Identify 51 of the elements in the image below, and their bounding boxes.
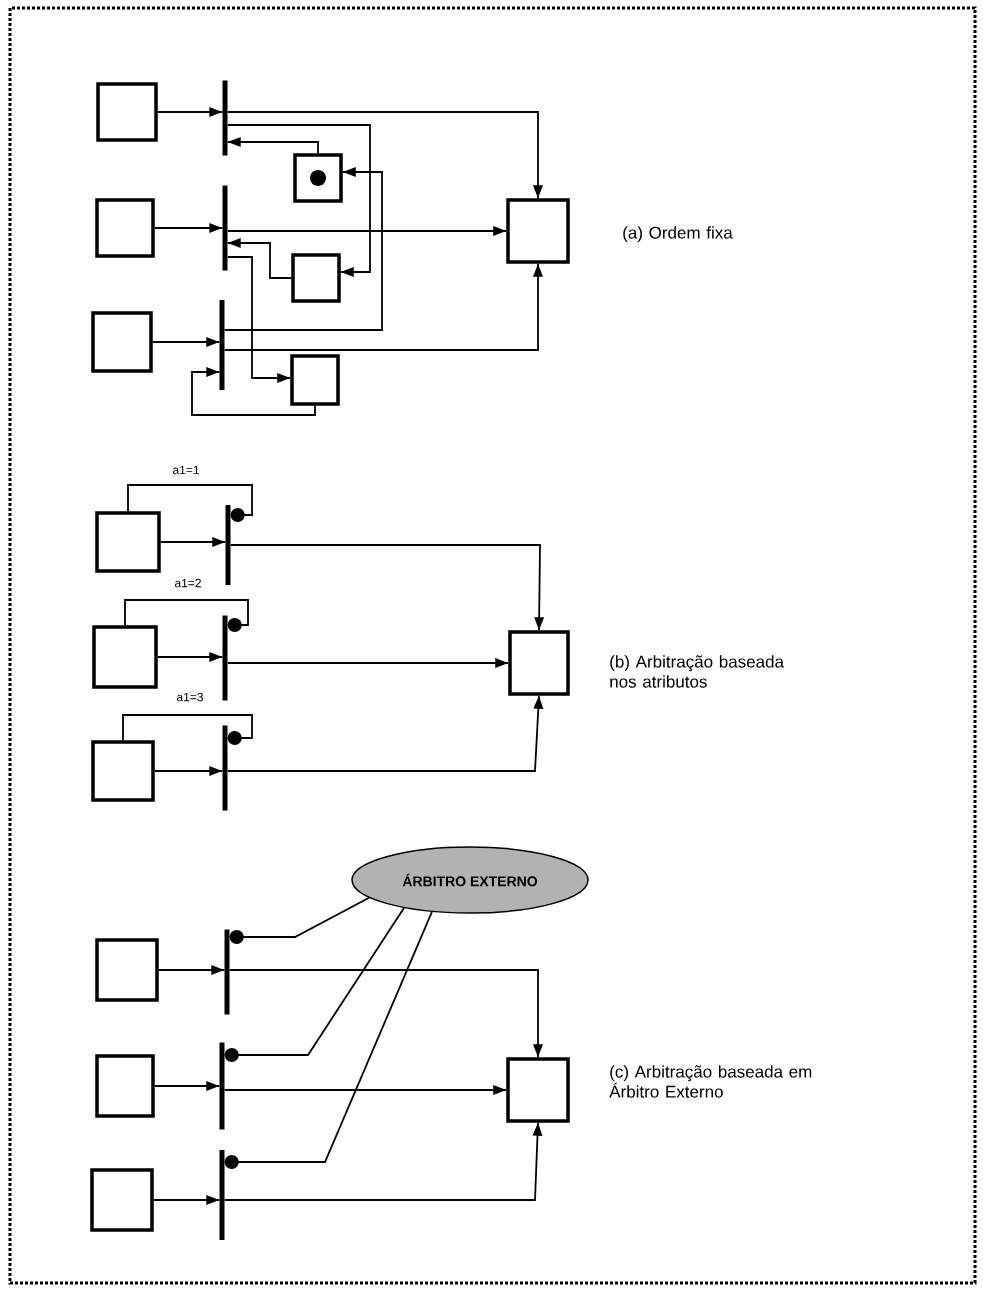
arrow	[153, 766, 224, 776]
arrow	[157, 965, 226, 975]
arrow	[122, 714, 253, 745]
arrow	[228, 896, 370, 944]
place-box	[91, 740, 155, 802]
place-box	[290, 354, 340, 406]
arrow	[223, 1085, 508, 1095]
arrow	[226, 137, 319, 155]
arrow	[151, 337, 221, 347]
edge-label: a1=2	[173, 577, 203, 589]
arrow	[226, 226, 508, 236]
arrow	[223, 907, 405, 1062]
arrow	[153, 223, 224, 233]
place-box	[95, 511, 161, 573]
arrow	[159, 537, 227, 547]
arrow	[156, 652, 224, 662]
marked-box	[293, 153, 343, 203]
arrow	[226, 694, 544, 772]
arrow	[223, 262, 543, 351]
place-box	[508, 630, 570, 696]
arrow	[226, 238, 293, 279]
arrow	[156, 107, 224, 117]
place-box	[95, 198, 155, 258]
caption-text: (b) Arbitração baseada nos atributos	[610, 655, 784, 688]
arrow	[223, 911, 433, 1169]
place-box	[506, 1057, 570, 1123]
place-box	[91, 311, 153, 373]
place-box	[96, 82, 158, 142]
place-box	[95, 1054, 155, 1118]
place-box	[90, 1168, 154, 1232]
arrow	[226, 658, 510, 668]
arrow	[226, 124, 371, 277]
arrow	[153, 1081, 221, 1091]
arrow	[229, 544, 545, 632]
arrow	[191, 367, 316, 416]
arrow	[228, 969, 543, 1059]
arrow	[152, 1195, 221, 1205]
edge-label: a1=1	[171, 464, 201, 476]
arrow	[223, 1121, 543, 1201]
edge-label: a1=3	[175, 691, 205, 703]
place-box	[506, 198, 570, 264]
arrow	[127, 484, 253, 522]
arrow	[124, 599, 249, 632]
place-box	[92, 625, 158, 689]
caption-text: (c) Arbitração baseada em Árbitro Externo	[609, 1065, 812, 1098]
place-box	[291, 253, 341, 303]
caption-text: (a) Ordem fixa	[623, 226, 733, 243]
arrow	[226, 111, 543, 200]
arrow	[223, 167, 383, 331]
place-box	[95, 938, 159, 1002]
arrow	[226, 256, 292, 383]
